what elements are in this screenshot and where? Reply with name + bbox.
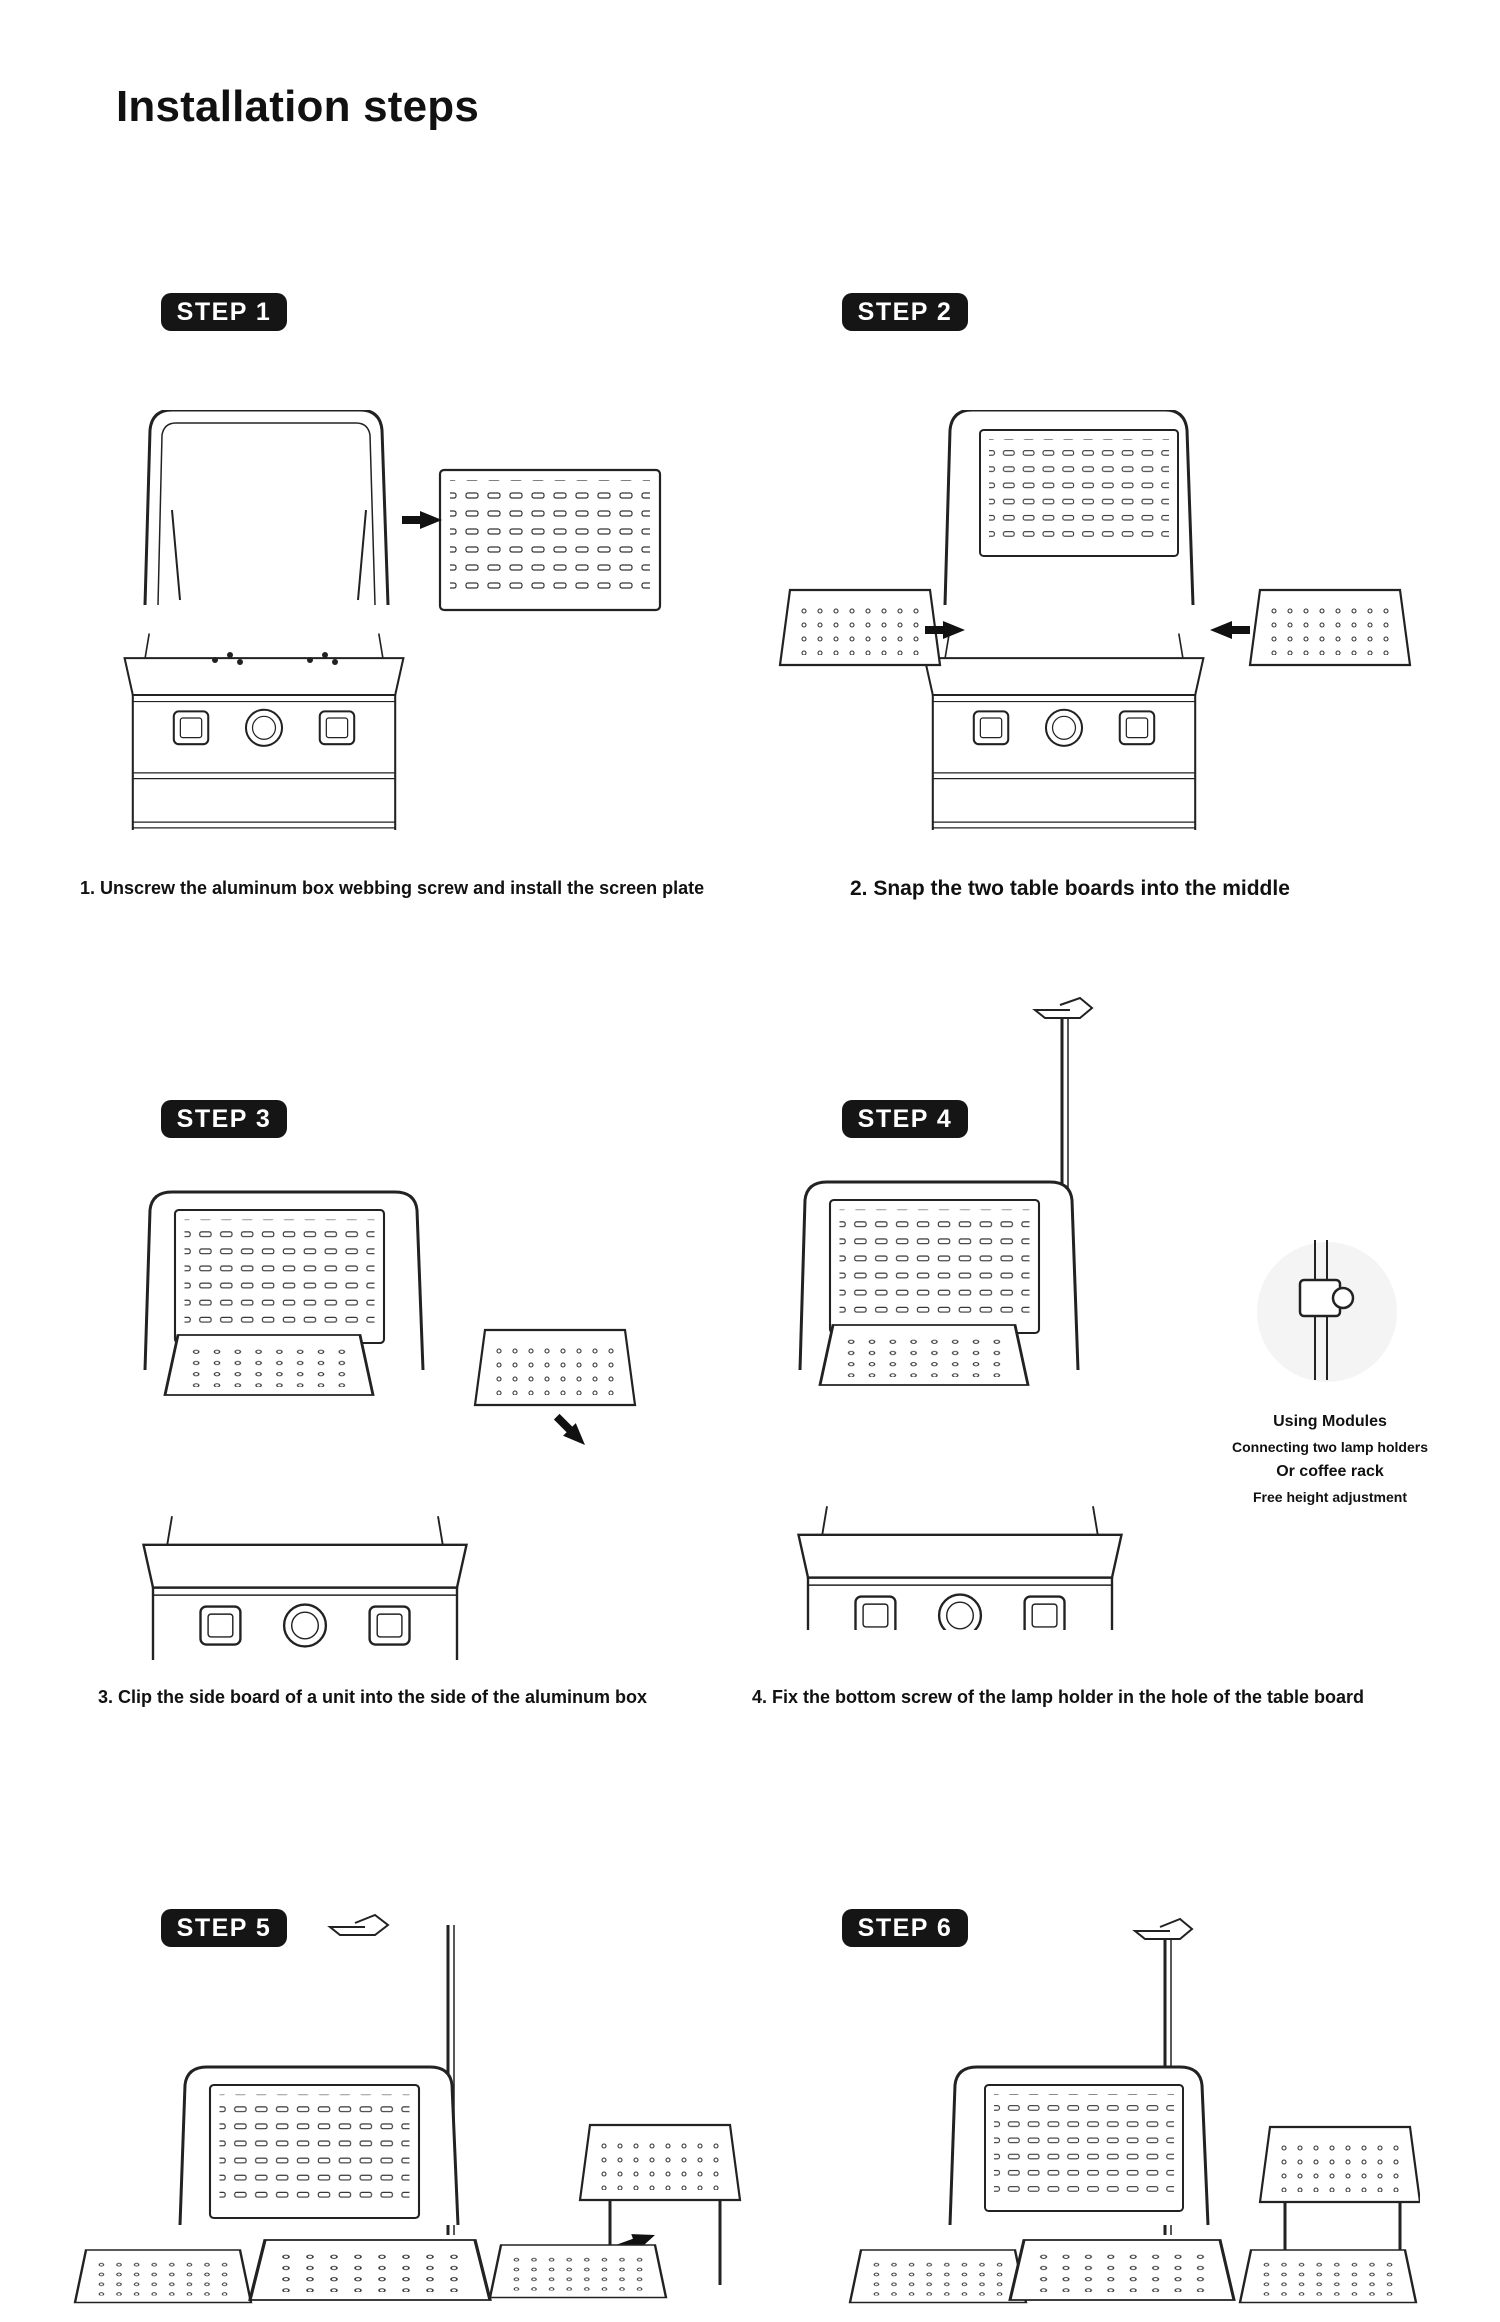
step-3-illustration (125, 1180, 695, 1660)
step-1-illustration (120, 410, 740, 830)
step-1-caption: 1. Unscrew the aluminum box webbing scre… (80, 878, 705, 898)
modules-note-line-4: Free height adjustment (1252, 1489, 1408, 1505)
step-6-illustration (760, 1905, 1420, 2322)
step-2-illustration (775, 410, 1415, 830)
step-5-illustration (70, 1905, 750, 2322)
modules-note-line-3: Or coffee rack (1276, 1463, 1384, 1480)
step-3-caption: 3. Clip the side board of a unit into th… (98, 1687, 648, 1707)
module-detail-illustration (1255, 1240, 1400, 1385)
step-2-caption: 2. Snap the two table boards into the mi… (850, 877, 1290, 900)
step-3-badge: STEP 3 (161, 1100, 287, 1138)
modules-note-line-1: Using Modules (1273, 1413, 1387, 1430)
modules-note: Using Modules Connecting two lamp holder… (1200, 1413, 1460, 1505)
step-1-badge: STEP 1 (161, 293, 287, 331)
page-title: Installation steps (116, 82, 480, 131)
step-4-caption: 4. Fix the bottom screw of the lamp hold… (752, 1687, 1365, 1707)
step-2-badge: STEP 2 (842, 293, 968, 331)
step-4-illustration (780, 990, 1250, 1630)
modules-note-line-2: Connecting two lamp holders (1231, 1439, 1428, 1455)
step-6-badge: STEP 6 (842, 1909, 968, 1947)
step-5-badge: STEP 5 (161, 1909, 287, 1947)
step-4-badge: STEP 4 (842, 1100, 968, 1138)
